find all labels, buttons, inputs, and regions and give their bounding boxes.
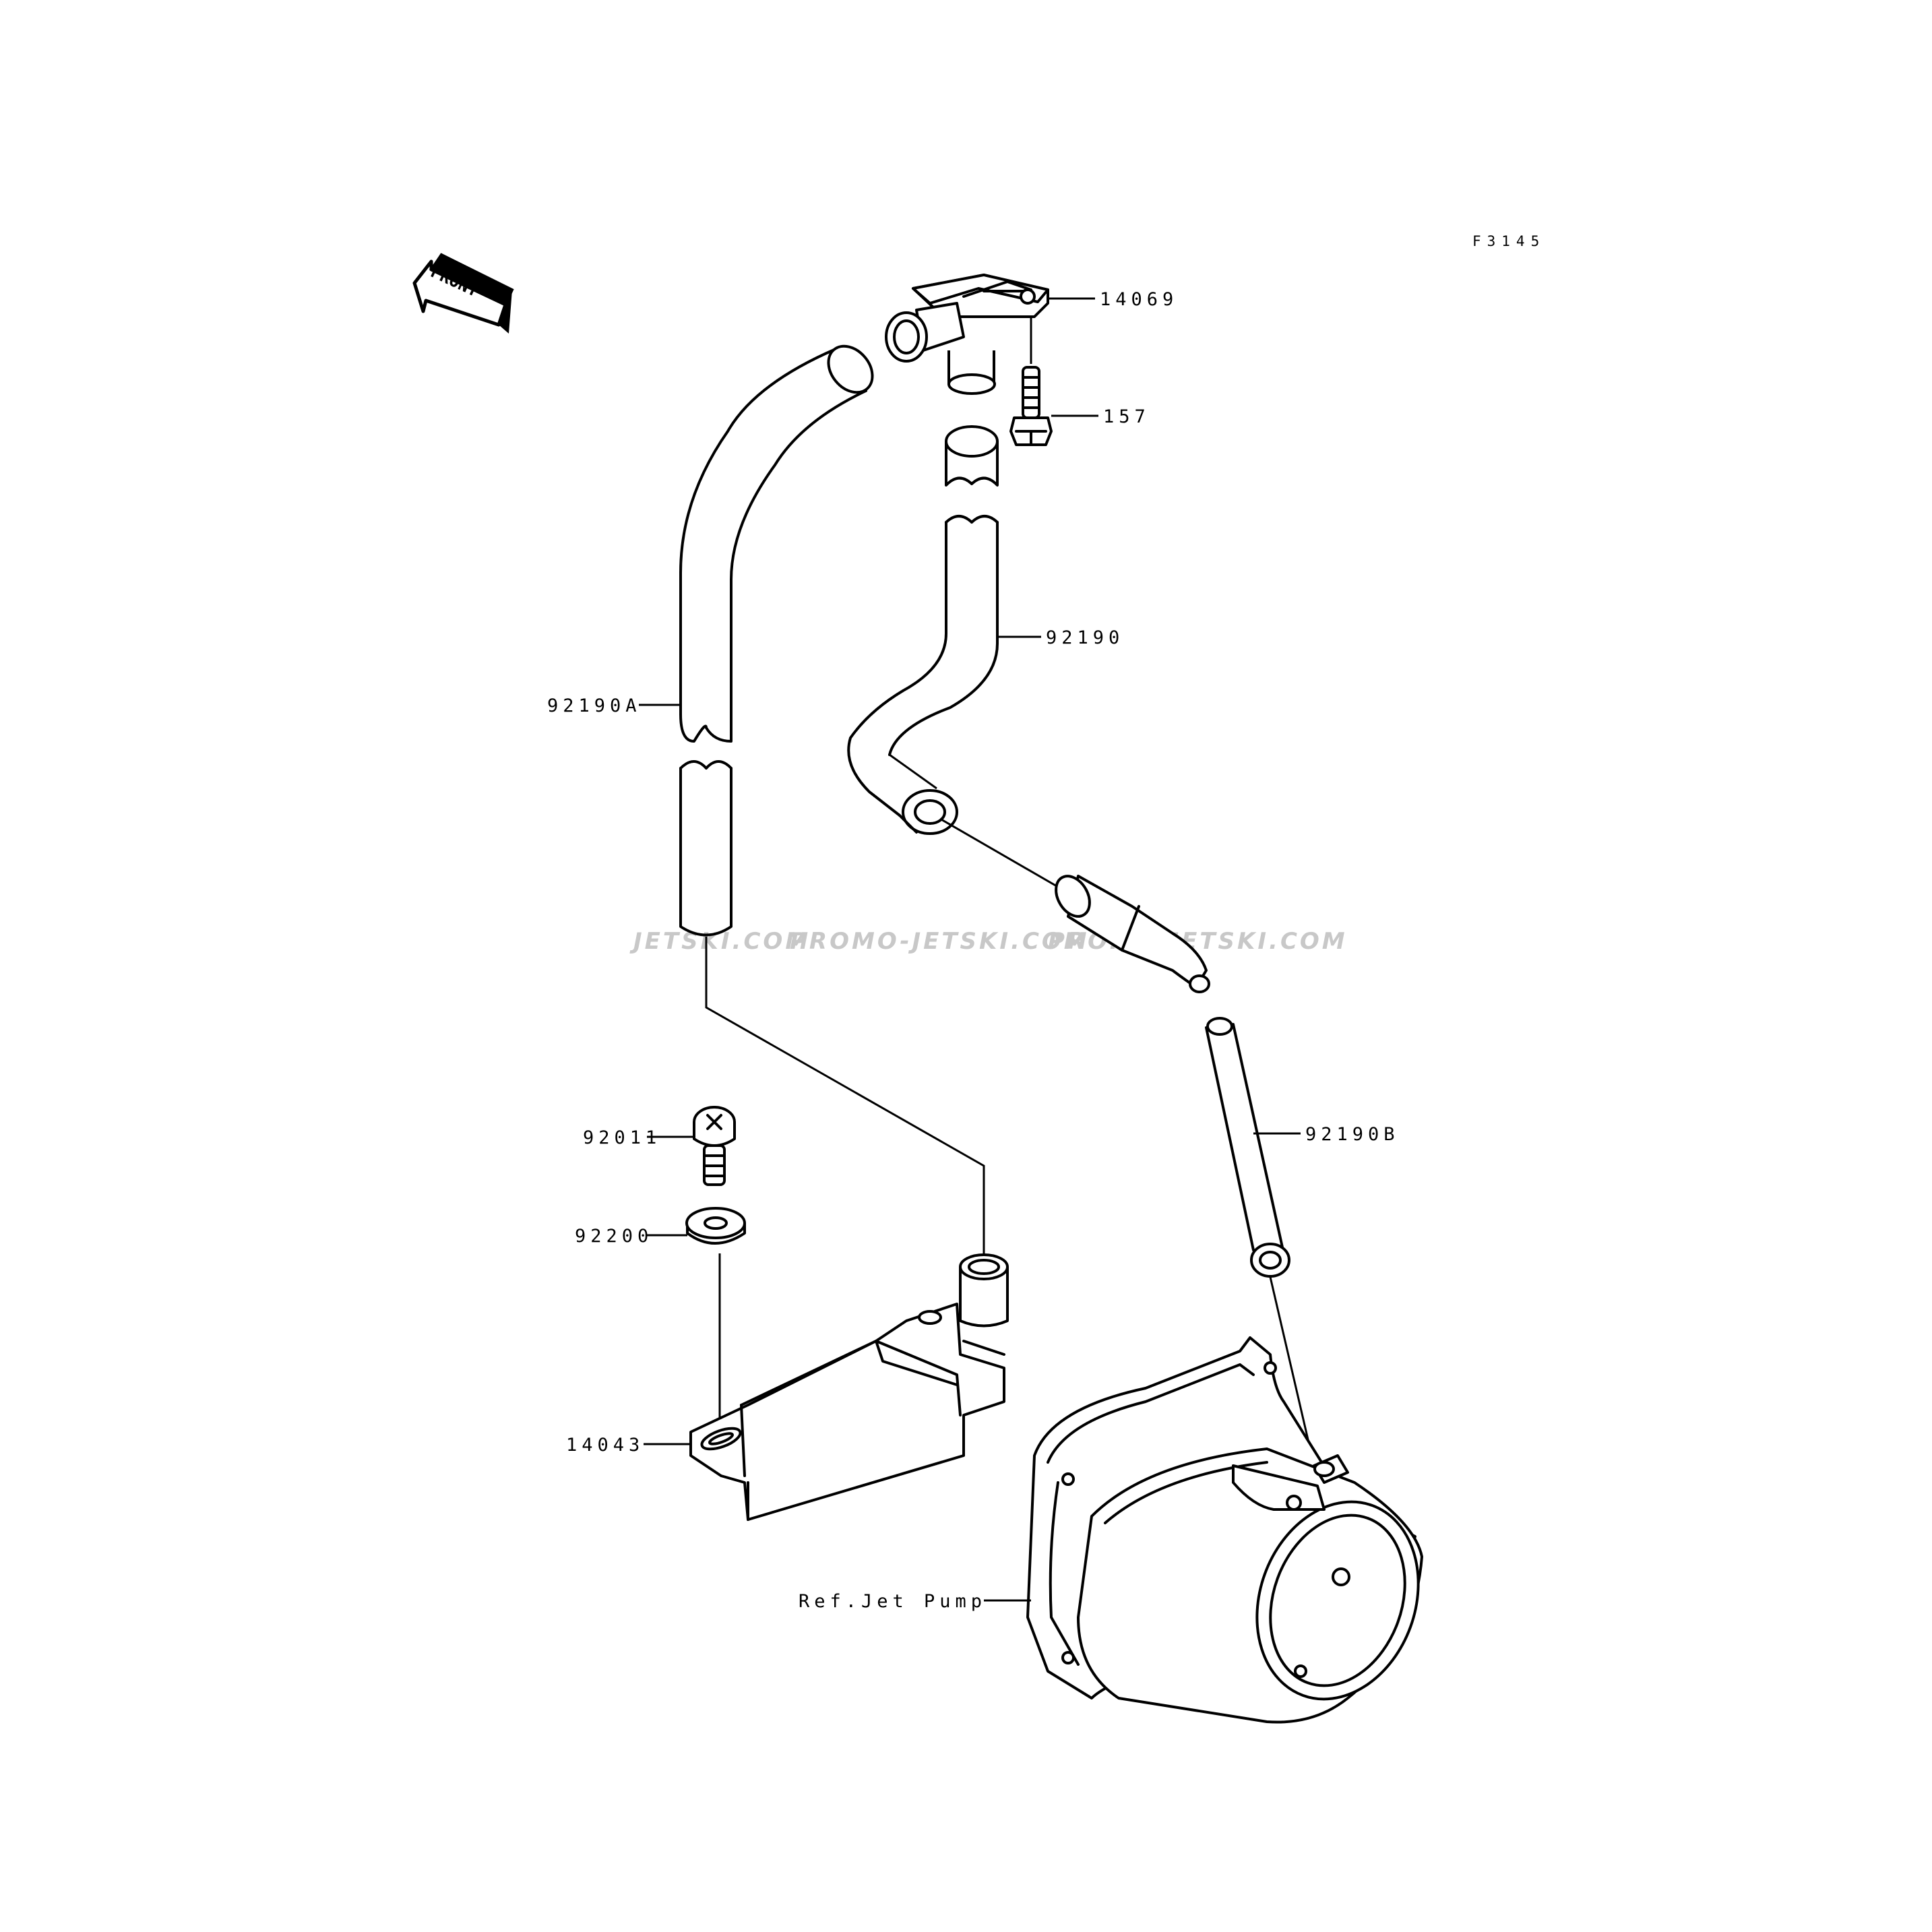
callout-14069: 14069 bbox=[1100, 289, 1178, 310]
watermark: JETSKI.COM PROMO-JETSKI.COM PROMO-JETSKI… bbox=[629, 928, 1345, 955]
hose-92190 bbox=[847, 425, 999, 835]
callout-92011: 92011 bbox=[583, 1127, 661, 1148]
hose-92190-lower bbox=[1055, 875, 1210, 993]
leader-92190B-to-pump bbox=[1269, 1276, 1315, 1466]
hose-92190A bbox=[679, 344, 874, 937]
callout-157: 157 bbox=[1103, 406, 1150, 427]
callout-92190B: 92190B bbox=[1305, 1124, 1400, 1145]
screw-157 bbox=[1009, 366, 1053, 446]
hose-92190B bbox=[1205, 1017, 1290, 1278]
callout-14043: 14043 bbox=[566, 1435, 644, 1456]
washer-92200 bbox=[685, 1207, 746, 1245]
screw-92011 bbox=[693, 1106, 736, 1186]
front-arrow-icon: FRONT bbox=[412, 253, 514, 334]
watermark-part2: PROMO-JETSKI.COM bbox=[790, 928, 1090, 955]
callout-92190: 92190 bbox=[1046, 627, 1124, 648]
callout-92200: 92200 bbox=[575, 1226, 653, 1247]
jet-pump bbox=[1026, 1336, 1423, 1724]
leader-92190A-to-14043 bbox=[705, 937, 985, 1260]
figure-code: F3145 bbox=[1472, 233, 1545, 249]
fitting-14069 bbox=[885, 274, 1049, 395]
callout-ref-jet-pump: Ref.Jet Pump bbox=[799, 1591, 987, 1612]
callout-92190A: 92190A bbox=[547, 695, 642, 716]
housing-14043 bbox=[689, 1253, 1009, 1521]
